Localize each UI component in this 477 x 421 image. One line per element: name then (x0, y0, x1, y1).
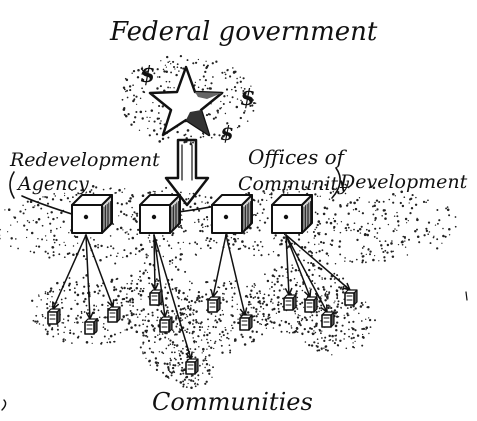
flow-arrow (52, 234, 87, 310)
community-box-icon (149, 289, 163, 306)
communities-label: Communities (152, 388, 313, 416)
dollar-sign-left: $ (140, 62, 155, 88)
agency-box-icon (139, 194, 181, 234)
community-box-icon (107, 306, 121, 323)
community-box-icon (283, 294, 297, 311)
community-box-icon (239, 314, 253, 331)
community-box-icon (207, 296, 221, 313)
agency-bracket (9, 171, 15, 199)
flow-arrow (153, 234, 192, 360)
community-box-icon (84, 318, 98, 335)
flow-arrow (285, 234, 351, 291)
flow-arrow (225, 234, 246, 316)
community-box-icon (159, 316, 173, 333)
agency-box-icon (71, 194, 113, 234)
flow-arrow (153, 234, 166, 318)
agency-label: Agency (16, 173, 89, 195)
stray-mark-left (1, 399, 7, 411)
dollar-sign-bottom: $ (220, 121, 234, 145)
community-box-icon (185, 358, 199, 375)
federal-government-label: Federal government (109, 17, 378, 47)
agency-leader-line (21, 195, 79, 217)
stray-mark-right (465, 291, 468, 301)
flow-arrow (285, 234, 311, 298)
offices-bracket (331, 167, 341, 199)
flow-arrow (153, 234, 156, 291)
development-label: Development (339, 171, 468, 193)
flow-arrow (85, 234, 91, 320)
community-box-icon (47, 308, 61, 325)
redevelopment-label: Redevelopment (9, 149, 160, 171)
community-box-icon (344, 289, 358, 306)
flow-arrow (85, 234, 114, 308)
agency-box-icon (271, 194, 313, 234)
offices-of-label: Offices of (248, 145, 348, 169)
flow-arrow (212, 234, 227, 298)
agency-box-icon (211, 194, 253, 234)
community-label: Community (238, 173, 349, 195)
flow-arrow (285, 234, 328, 313)
star-icon (148, 65, 224, 137)
flow-arrow (285, 234, 290, 296)
dollar-sign-right: $ (240, 85, 255, 111)
community-box-icon (304, 296, 318, 313)
community-box-icon (321, 311, 335, 328)
down-arrow-icon (164, 138, 210, 207)
